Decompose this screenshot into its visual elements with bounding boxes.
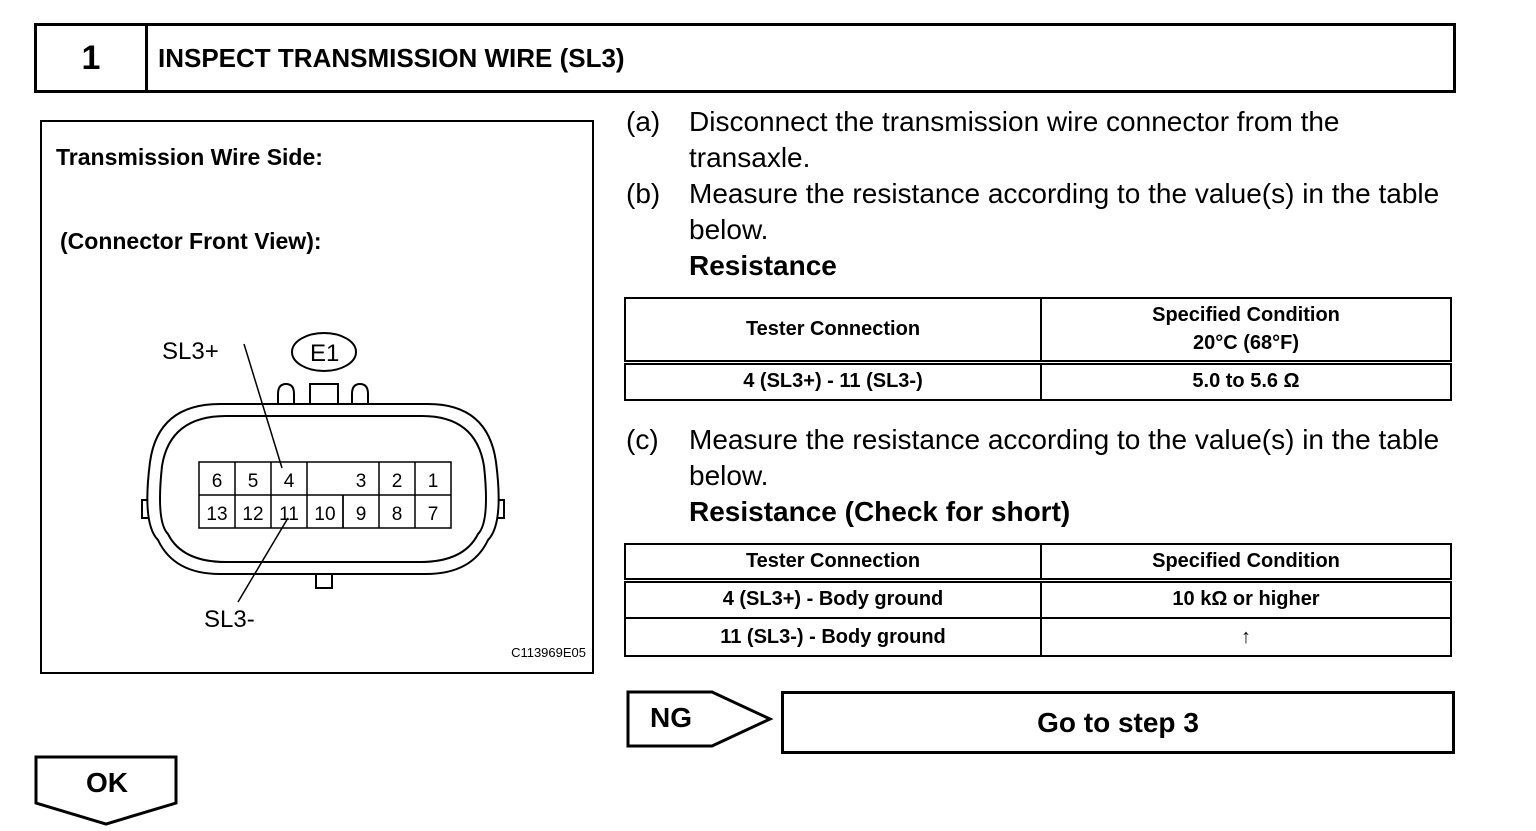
- connector-diagram: 6 5 4 3 2 1 13 12 11 10 9 8 7: [141, 332, 505, 603]
- procedure-steps: (a) Disconnect the transmission wire con…: [626, 104, 1456, 284]
- table1-row-condition: 5.0 to 5.6 Ω: [1040, 361, 1452, 401]
- short-check-table: Tester Connection Specified Condition 4 …: [624, 543, 1452, 657]
- table1-heading: Resistance: [689, 250, 837, 281]
- pin-12: 12: [242, 504, 263, 525]
- ng-action-box: Go to step 3: [781, 691, 1455, 754]
- connector-figure: Transmission Wire Side: (Connector Front…: [40, 120, 594, 674]
- pin-5: 5: [248, 471, 259, 492]
- step-title: INSPECT TRANSMISSION WIRE (SL3): [158, 42, 625, 73]
- pin-8: 8: [392, 504, 403, 525]
- step-header: 1 INSPECT TRANSMISSION WIRE (SL3): [34, 23, 1456, 93]
- label-e1: E1: [310, 340, 340, 367]
- table2-row-condition: ↑: [1040, 617, 1452, 657]
- step-b: (b) Measure the resistance according to …: [626, 178, 1440, 245]
- pin-10: 10: [314, 504, 335, 525]
- table2-row-connection: 11 (SL3-) - Body ground: [624, 617, 1042, 657]
- pin-6: 6: [212, 471, 223, 492]
- step-a: (a) Disconnect the transmission wire con…: [626, 106, 1340, 173]
- pin-4: 4: [284, 471, 295, 492]
- pin-1: 1: [428, 471, 439, 492]
- ng-result-arrow: NG: [626, 690, 776, 753]
- table2-col-connection: Tester Connection: [624, 543, 1042, 581]
- step-b-text: Measure the resistance according to the …: [689, 178, 1440, 245]
- label-sl3-plus: SL3+: [162, 338, 219, 365]
- figure-subtitle: (Connector Front View):: [60, 228, 322, 254]
- ng-label: NG: [650, 702, 692, 733]
- table2-row-connection: 4 (SL3+) - Body ground: [624, 579, 1042, 619]
- figure-title: Transmission Wire Side:: [56, 144, 323, 170]
- pin-2: 2: [392, 471, 403, 492]
- ok-label: OK: [86, 767, 128, 798]
- step-c: (c) Measure the resistance according to …: [626, 424, 1440, 491]
- pin-7: 7: [428, 504, 439, 525]
- pin-13: 13: [206, 504, 227, 525]
- step-a-text: Disconnect the transmission wire connect…: [689, 106, 1340, 173]
- procedure-steps-c: (c) Measure the resistance according to …: [626, 422, 1456, 530]
- ok-result-arrow: OK: [34, 755, 180, 831]
- table2-row-condition: 10 kΩ or higher: [1040, 579, 1452, 619]
- table2-heading: Resistance (Check for short): [689, 496, 1071, 527]
- pin-3: 3: [356, 471, 367, 492]
- figure-code: C113969E05: [511, 645, 586, 660]
- pin-11: 11: [279, 504, 299, 525]
- label-sl3-minus: SL3-: [204, 606, 255, 633]
- table1-col-connection: Tester Connection: [624, 297, 1042, 363]
- step-number: 1: [37, 26, 148, 90]
- table2-col-condition: Specified Condition: [1040, 543, 1452, 581]
- pin-9: 9: [356, 504, 367, 525]
- step-c-text: Measure the resistance according to the …: [689, 424, 1440, 491]
- table1-row-connection: 4 (SL3+) - 11 (SL3-): [624, 361, 1042, 401]
